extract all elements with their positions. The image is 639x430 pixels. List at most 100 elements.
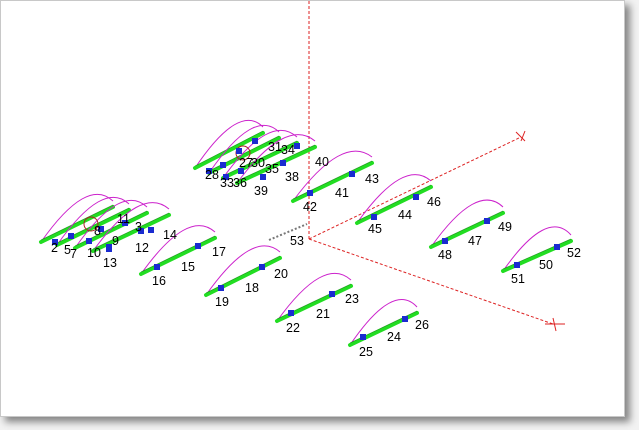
member-beam [501,239,573,273]
node-point [260,174,266,180]
node-label: 19 [215,295,229,309]
node-label: 50 [539,258,553,272]
node-point [554,244,560,250]
node-label: 20 [274,267,288,281]
member-arc [502,226,572,272]
y-axis [308,238,554,325]
node-point [329,291,335,297]
node-labels: 2 5 7 8 10 11 12 13 14 9 3 16 15 17 19 1… [51,140,581,359]
node-label: 18 [245,281,259,295]
node-label: 49 [498,220,512,234]
node-point [122,220,128,226]
node-point [360,334,366,340]
node-point [484,218,490,224]
member-beam [91,213,171,253]
node-label: 3 [135,220,142,234]
node-label: 42 [303,200,317,214]
node-label: 16 [152,274,166,288]
member-arc [208,124,280,174]
node-point [220,162,226,168]
node-label: 25 [359,345,373,359]
node-label: 23 [345,292,359,306]
x-axis [308,136,522,240]
node-label: 30 [251,156,265,170]
node-label: 11 [117,212,130,226]
member-beam [39,205,115,244]
member-beam [235,145,317,185]
node-point [238,168,244,174]
origin-circle-icon [83,216,99,232]
node-point [259,264,265,270]
member-beam-edge [140,235,216,273]
member-beam [204,256,282,297]
viewport-frame: 2 5 7 8 10 11 12 13 14 9 3 16 15 17 19 1… [0,0,625,417]
member-beam-edge [292,160,373,200]
member-arc [292,150,373,202]
node-label: 13 [103,256,117,270]
node-point [349,171,355,177]
node-label: 15 [181,260,195,274]
node-label: 35 [265,162,279,176]
members-layer [39,119,573,347]
node-label: 39 [254,184,268,198]
member-arc [222,129,298,179]
member-beam-edge [205,255,281,294]
node-label: 5 [64,243,71,257]
node-label: 28 [205,168,219,182]
node-label: 33 [220,176,234,190]
member-arc [205,245,281,296]
node-point [280,160,286,166]
node-label: 40 [315,155,329,169]
member-arc [74,199,148,249]
node-label: 27 [239,156,253,170]
node-label: 46 [427,195,441,209]
node-point [442,238,448,244]
node-label: 10 [87,246,101,260]
node-label: 44 [398,208,412,222]
node-label: 14 [163,228,177,242]
node-label: 17 [212,245,226,259]
node-point [52,239,58,245]
member-arc [236,134,316,184]
node-label: 38 [285,170,299,184]
member-beam [221,141,299,180]
node-point [195,243,201,249]
node-point [218,285,224,291]
node-point [106,244,112,250]
node-label: 34 [281,143,295,157]
member-beam [429,211,505,249]
member-beam [193,131,265,170]
node-point [86,238,92,244]
node-label: 48 [438,248,452,262]
member-arc [140,225,216,275]
node-label: 45 [368,222,382,236]
node-label: 8 [94,224,101,238]
node-label: 36 [233,176,247,190]
member-beam [139,236,217,276]
node-point [288,310,294,316]
member-beam-edge [194,130,264,167]
node-label: 52 [567,246,581,260]
model-3d-viewport[interactable]: 2 5 7 8 10 11 12 13 14 9 3 16 15 17 19 1… [1,1,624,416]
node-label: 24 [387,330,401,344]
node-point [252,138,258,144]
node-point [307,190,313,196]
node-point [402,316,408,322]
member-beam-edge [502,238,572,270]
member-beam-edge [222,140,298,177]
member-beam-edge [236,144,316,182]
node-label: 51 [511,272,525,286]
node-point [138,228,144,234]
member-beam [55,208,131,247]
node-label: 31 [268,140,282,154]
node-point [514,262,520,268]
node-point [236,148,242,154]
node-label: 41 [335,186,349,200]
node-label: 21 [316,307,330,321]
member-arc [430,199,504,248]
member-arc [40,193,114,243]
node-point [68,233,74,239]
node-point [413,194,419,200]
node-label: 53 [290,234,304,248]
node-label: 22 [286,321,300,335]
